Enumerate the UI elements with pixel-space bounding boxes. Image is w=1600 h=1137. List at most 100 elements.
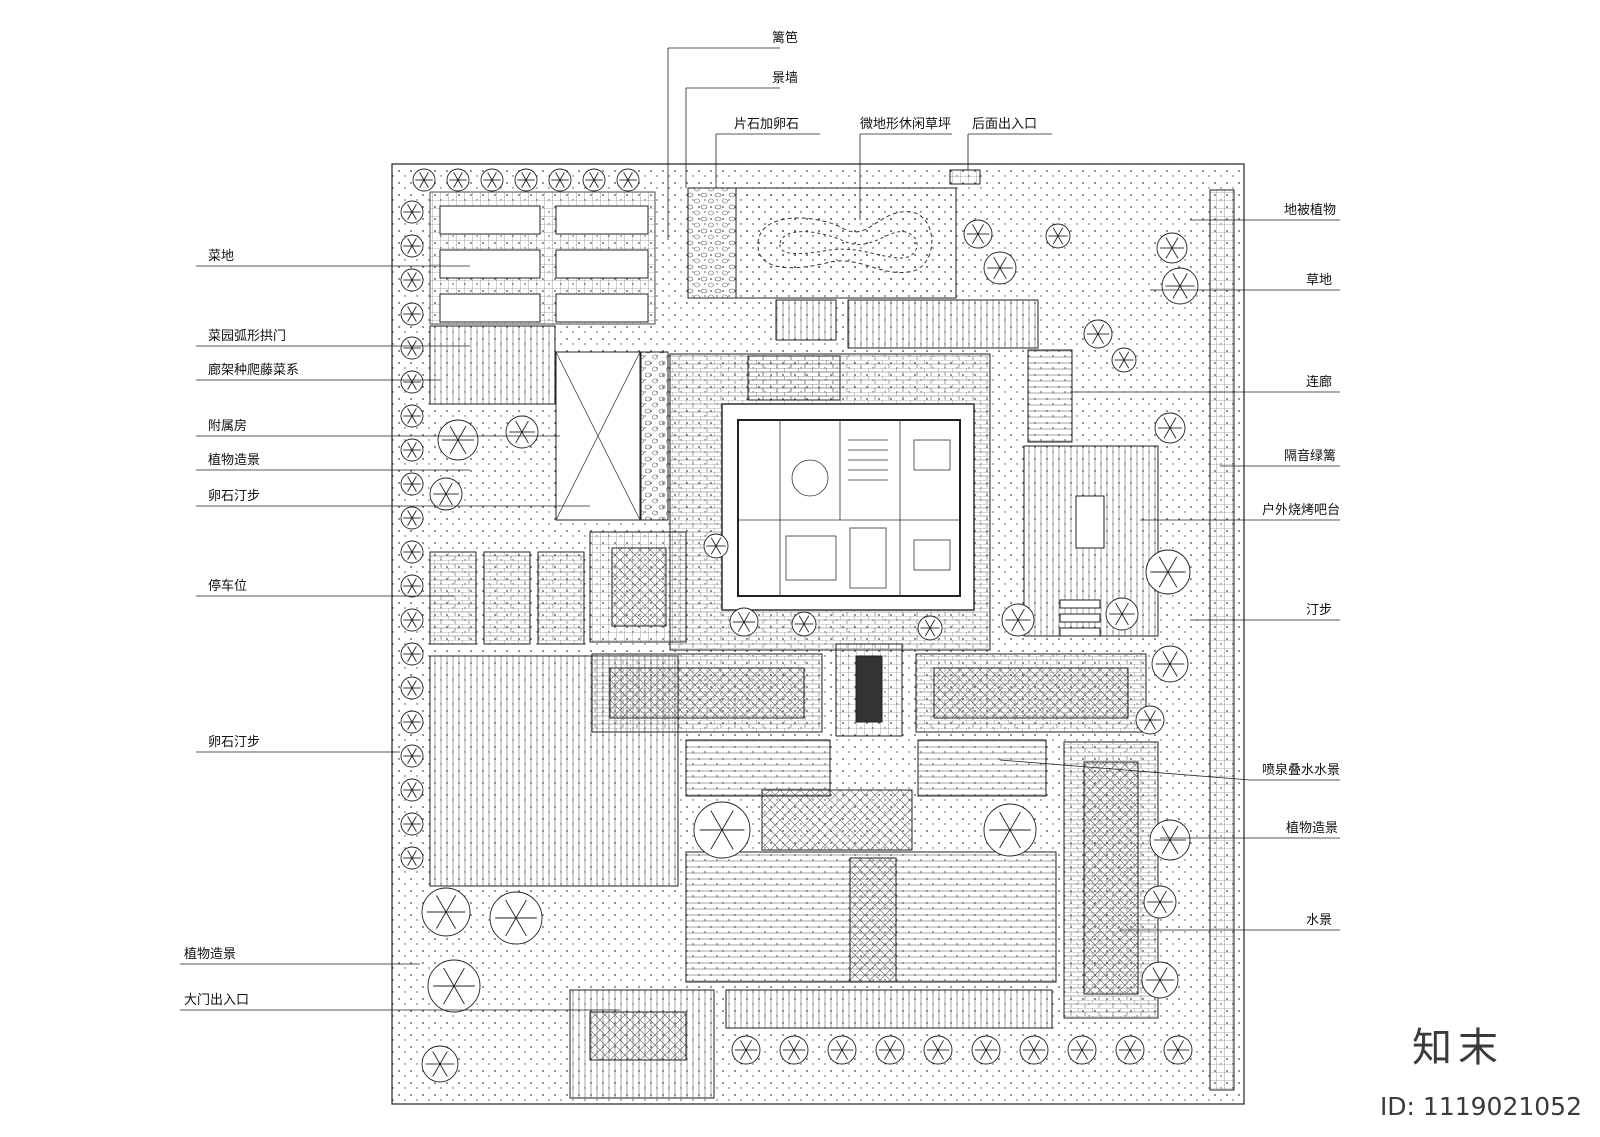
tree-symbol xyxy=(983,251,1017,285)
label-bbq: 户外烧烤吧台 xyxy=(1262,502,1340,518)
tree-symbol xyxy=(400,404,424,428)
tree-symbol xyxy=(400,676,424,700)
tree-symbol xyxy=(400,540,424,564)
label-planting-sw: 植物造景 xyxy=(184,947,236,962)
tree-symbol xyxy=(1156,232,1188,264)
label-vegetable: 菜地 xyxy=(208,249,234,264)
label-lawn: 微地形休闲草坪 xyxy=(860,117,951,132)
tree-symbol xyxy=(875,1035,905,1065)
tree-symbol xyxy=(1154,412,1186,444)
parking-bays xyxy=(429,551,585,645)
tree-symbol xyxy=(400,370,424,394)
tree-symbol xyxy=(400,336,424,360)
corridor-north xyxy=(775,299,837,341)
label-groundcover: 地被植物 xyxy=(1284,203,1336,218)
label-grass: 草地 xyxy=(1306,273,1332,288)
tree-symbol xyxy=(412,168,436,192)
label-main-gate: 大门出入口 xyxy=(184,993,249,1008)
label-rear-entrance: 后面出入口 xyxy=(972,117,1037,132)
tree-symbol xyxy=(400,846,424,870)
tree-symbol xyxy=(1135,705,1165,735)
label-hedge: 隔音绿篱 xyxy=(1284,448,1336,464)
tree-symbol xyxy=(1019,1035,1049,1065)
house-interior xyxy=(738,420,960,596)
tree-symbol xyxy=(963,219,993,249)
tree-symbol xyxy=(400,710,424,734)
tree-symbol xyxy=(1143,885,1177,919)
label-parking: 停车位 xyxy=(208,578,247,594)
tree-symbol xyxy=(429,477,463,511)
tree-symbol xyxy=(703,533,729,559)
tree-symbol xyxy=(1045,223,1071,249)
tree-symbol xyxy=(400,744,424,768)
tree-symbol xyxy=(400,642,424,666)
tree-symbol xyxy=(400,608,424,632)
tree-symbol xyxy=(548,168,572,192)
tree-symbol xyxy=(791,611,817,637)
label-planting-nw: 植物造景 xyxy=(208,453,260,468)
tree-layer xyxy=(400,168,1199,1083)
vegetable-beds xyxy=(429,191,656,325)
tree-symbol xyxy=(1111,347,1137,373)
tree-symbol xyxy=(400,302,424,326)
label-feature-wall: 景墙 xyxy=(772,71,798,86)
fountain-cascade xyxy=(685,739,831,797)
tree-symbol xyxy=(582,168,606,192)
tree-symbol xyxy=(421,887,471,937)
rear-entrance xyxy=(949,169,981,185)
label-trellis: 廊架种爬藤菜系 xyxy=(208,362,299,378)
slate-pebble-strip xyxy=(687,187,737,299)
tree-symbol xyxy=(983,803,1037,857)
corridor-east xyxy=(1027,349,1073,443)
tree-symbol xyxy=(505,415,539,449)
tree-symbol xyxy=(1163,1035,1193,1065)
callout-lines xyxy=(180,47,1340,1011)
tree-symbol xyxy=(400,438,424,462)
tree-symbol xyxy=(693,801,751,859)
tree-symbol xyxy=(1105,597,1139,631)
trellis xyxy=(429,325,556,405)
micro-terrain-lawn xyxy=(735,187,957,299)
tree-symbol xyxy=(400,574,424,598)
tree-symbol xyxy=(971,1035,1001,1065)
central-pool xyxy=(849,857,897,983)
tree-symbol xyxy=(400,472,424,496)
watermark-brand: 知末 xyxy=(1412,1025,1504,1071)
tree-symbol xyxy=(1141,961,1179,999)
label-fence: 篱笆 xyxy=(772,30,798,46)
tree-symbol xyxy=(917,615,943,641)
tree-symbol xyxy=(1115,1035,1145,1065)
tree-symbol xyxy=(1067,1035,1097,1065)
tree-symbol xyxy=(1149,819,1191,861)
tree-symbol xyxy=(489,891,543,945)
label-slate-pebble: 片石加卵石 xyxy=(734,117,799,132)
label-water: 水景 xyxy=(1306,913,1332,928)
tree-symbol xyxy=(446,168,470,192)
label-corridor: 连廊 xyxy=(1306,374,1332,390)
tree-symbol xyxy=(827,1035,857,1065)
watermark-id: ID: 1119021052 xyxy=(1379,1092,1582,1121)
tree-symbol xyxy=(437,419,479,461)
label-stepping: 汀步 xyxy=(1306,603,1332,618)
label-pebble-n: 卵石汀步 xyxy=(208,489,260,504)
tree-symbol xyxy=(400,268,424,292)
tree-symbol xyxy=(400,778,424,802)
sound-hedge xyxy=(1209,189,1235,1091)
tree-symbol xyxy=(1001,603,1035,637)
tree-symbol xyxy=(1161,267,1199,305)
tree-symbol xyxy=(729,607,759,637)
tree-symbol xyxy=(779,1035,809,1065)
tree-symbol xyxy=(400,506,424,530)
label-arch: 菜园弧形拱门 xyxy=(208,329,286,344)
label-annex: 附属房 xyxy=(208,418,247,434)
tree-symbol xyxy=(923,1035,953,1065)
tree-symbol xyxy=(1151,645,1189,683)
tree-symbol xyxy=(400,234,424,258)
label-pebble-w: 卵石汀步 xyxy=(208,735,260,750)
tree-symbol xyxy=(480,168,504,192)
tree-symbol xyxy=(1083,319,1113,349)
stepping-stones xyxy=(1059,599,1101,637)
tree-symbol xyxy=(514,168,538,192)
tree-symbol xyxy=(731,1035,761,1065)
